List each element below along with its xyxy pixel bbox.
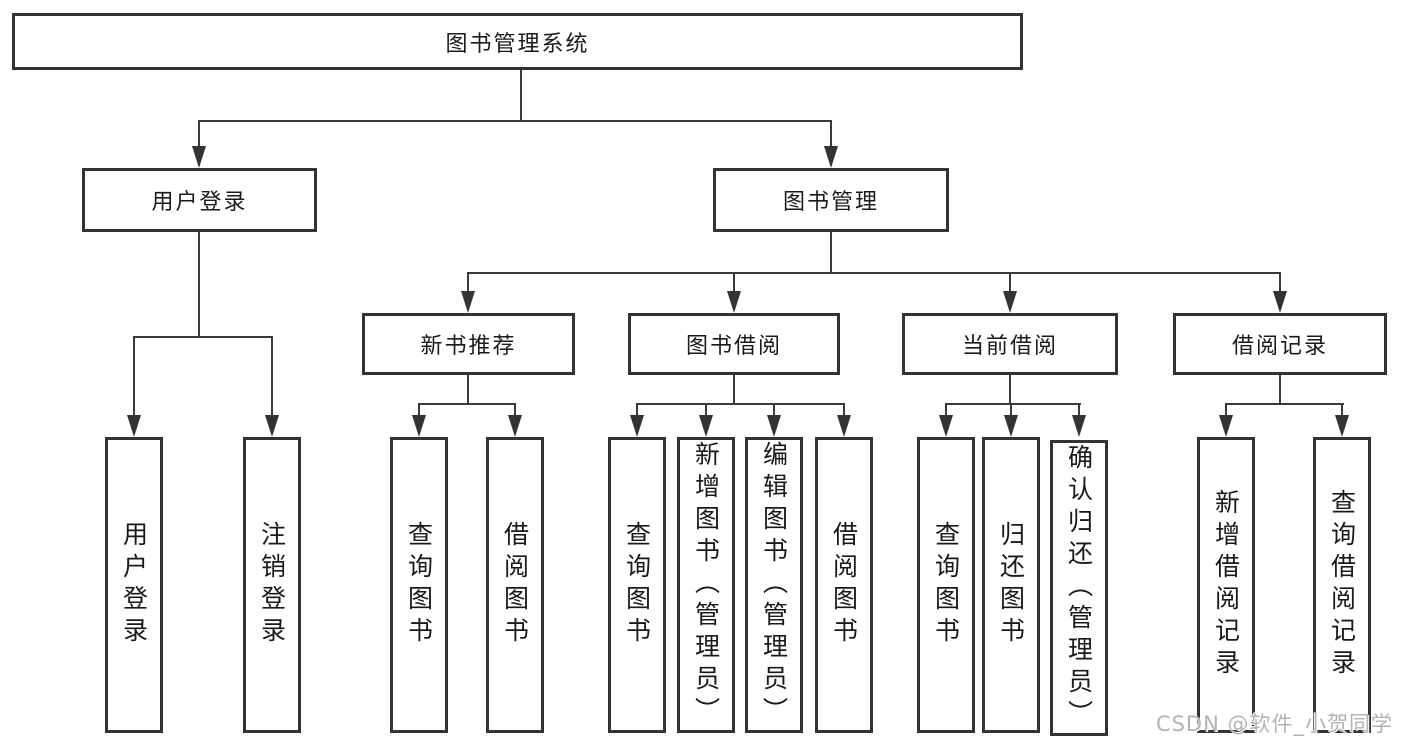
arrow-down-icon	[508, 415, 522, 437]
node-label: 用户登录	[119, 521, 149, 649]
arrow-down-icon	[824, 146, 838, 168]
arrow-down-icon	[1335, 415, 1349, 437]
csdn-watermark: CSDN @软件_小贺同学	[1155, 712, 1393, 736]
arrow-down-icon	[265, 415, 279, 437]
connector-book-mgmt-trunk	[830, 232, 832, 272]
connector-group-split	[1225, 403, 1344, 405]
arrow-down-icon	[127, 415, 141, 437]
node-label: 当前借阅	[961, 334, 1058, 359]
leaf-confirm-return-admin: 确认归还（管理员）	[1050, 440, 1108, 736]
leaf-borrow-books-1: 借阅图书	[486, 437, 544, 733]
node-label: 借阅记录	[1231, 334, 1328, 359]
arrow-down-icon	[630, 415, 644, 437]
node-label: 图书管理系统	[445, 31, 590, 57]
connector-book-mgmt-split	[467, 272, 1281, 274]
connector-group-trunk	[467, 375, 469, 403]
connector-group-split	[418, 403, 516, 405]
leaf-query-books-3: 查询图书	[917, 437, 975, 733]
leaf-return-books: 归还图书	[982, 437, 1040, 733]
leaf-query-borrow-record: 查询借阅记录	[1313, 437, 1371, 733]
connector-group-split	[636, 403, 845, 405]
leaf-add-borrow-record: 新增借阅记录	[1197, 437, 1255, 733]
connector-drop-line	[1009, 272, 1011, 293]
node-label: 归还图书	[996, 521, 1026, 649]
node-borrowing-records: 借阅记录	[1173, 313, 1387, 375]
connector-drop-line	[830, 120, 832, 147]
node-label: 查询借阅记录	[1327, 489, 1357, 681]
node-label: 确认归还（管理员）	[1064, 444, 1094, 732]
connector-group-trunk	[1279, 375, 1281, 403]
connector-drop-line	[271, 336, 273, 417]
arrow-down-icon	[1219, 415, 1233, 437]
connector-drop-line	[636, 403, 638, 417]
arrow-down-icon	[1273, 291, 1287, 313]
connector-user-login-split	[133, 336, 273, 338]
node-label: 新增借阅记录	[1211, 489, 1241, 681]
node-label: 注销登录	[257, 521, 287, 649]
connector-drop-line	[945, 403, 947, 417]
arrow-down-icon	[461, 291, 475, 313]
connector-drop-line	[1010, 403, 1012, 417]
connector-drop-line	[418, 403, 420, 417]
connector-user-login-trunk	[198, 232, 200, 336]
connector-drop-line	[1225, 403, 1227, 417]
connector-drop-line	[705, 403, 707, 417]
leaf-add-book-admin: 新增图书（管理员）	[677, 437, 735, 733]
leaf-query-books-2: 查询图书	[608, 437, 666, 733]
node-label: 查询图书	[622, 521, 652, 649]
connector-drop-line	[773, 403, 775, 417]
arrow-down-icon	[939, 415, 953, 437]
node-new-book-recommend: 新书推荐	[362, 313, 575, 375]
arrow-down-icon	[699, 415, 713, 437]
leaf-user-login: 用户登录	[105, 437, 163, 733]
arrow-down-icon	[1072, 415, 1086, 437]
arrow-down-icon	[767, 415, 781, 437]
arrow-down-icon	[837, 415, 851, 437]
connector-drop-line	[133, 336, 135, 417]
arrow-down-icon	[727, 291, 741, 313]
node-label: 用户登录	[151, 190, 248, 215]
connector-drop-line	[1279, 272, 1281, 293]
connector-drop-line	[467, 272, 469, 293]
leaf-borrow-books-2: 借阅图书	[815, 437, 873, 733]
node-library-system-root: 图书管理系统	[12, 13, 1023, 70]
leaf-edit-book-admin: 编辑图书（管理员）	[745, 437, 803, 733]
connector-drop-line	[843, 403, 845, 417]
node-label: 编辑图书（管理员）	[759, 441, 789, 729]
node-label: 借阅图书	[829, 521, 859, 649]
arrow-down-icon	[192, 146, 206, 168]
node-label: 新书推荐	[420, 334, 517, 359]
node-current-borrowing: 当前借阅	[902, 313, 1118, 375]
connector-group-trunk	[733, 375, 735, 403]
node-label: 查询图书	[931, 521, 961, 649]
node-label: 借阅图书	[500, 521, 530, 649]
node-user-login: 用户登录	[82, 168, 317, 232]
connector-group-split	[945, 403, 1081, 405]
connector-root-split	[198, 120, 832, 122]
connector-drop-line	[198, 120, 200, 147]
node-label: 查询图书	[404, 521, 434, 649]
leaf-query-books-1: 查询图书	[390, 437, 448, 733]
connector-drop-line	[733, 272, 735, 293]
connector-root-trunk	[520, 70, 522, 120]
connector-drop-line	[514, 403, 516, 417]
connector-drop-line	[1078, 403, 1080, 417]
arrow-down-icon	[1003, 291, 1017, 313]
arrow-down-icon	[1004, 415, 1018, 437]
connector-group-trunk	[1009, 375, 1011, 403]
node-book-borrowing: 图书借阅	[628, 313, 840, 375]
connector-drop-line	[1341, 403, 1343, 417]
node-book-management: 图书管理	[713, 168, 949, 232]
leaf-logout: 注销登录	[243, 437, 301, 733]
node-label: 图书借阅	[685, 334, 782, 359]
node-label: 新增图书（管理员）	[691, 441, 721, 729]
arrow-down-icon	[412, 415, 426, 437]
node-label: 图书管理	[782, 190, 879, 215]
